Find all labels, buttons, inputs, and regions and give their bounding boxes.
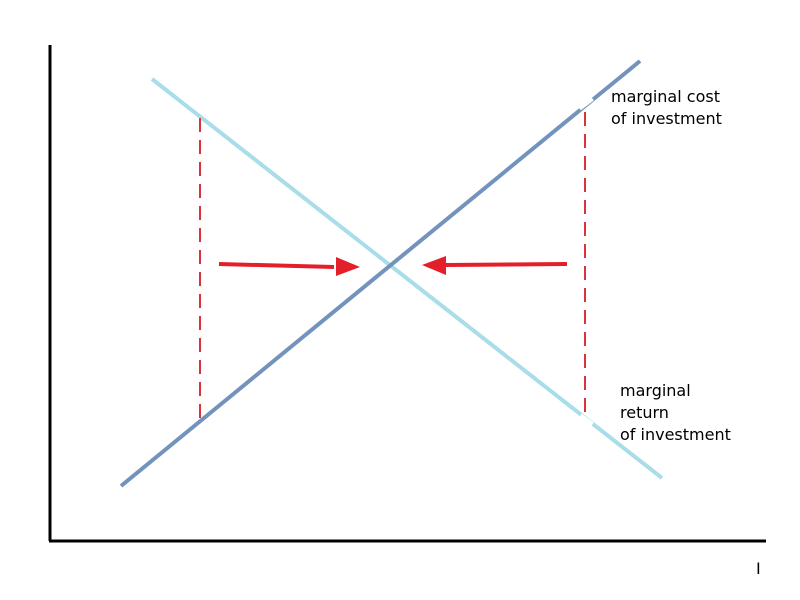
right-arrow-head bbox=[422, 256, 446, 275]
marginal-return-label-line2: return bbox=[620, 403, 669, 422]
marginal-return-label-line3: of investment bbox=[620, 425, 731, 444]
mr-notch bbox=[578, 413, 594, 428]
mc-notch bbox=[577, 95, 594, 111]
marginal-cost-label-line2: of investment bbox=[611, 109, 722, 128]
right-arrow bbox=[445, 262, 568, 267]
marginal-cost-curve bbox=[119, 59, 642, 488]
marginal-return-curve bbox=[150, 77, 664, 480]
left-arrow-head bbox=[336, 257, 360, 276]
marginal-return-label-line1: marginal bbox=[620, 381, 691, 400]
marginal-cost-label-line1: marginal cost bbox=[611, 87, 720, 106]
x-axis-label: I bbox=[756, 559, 761, 578]
left-arrow bbox=[218, 262, 335, 269]
